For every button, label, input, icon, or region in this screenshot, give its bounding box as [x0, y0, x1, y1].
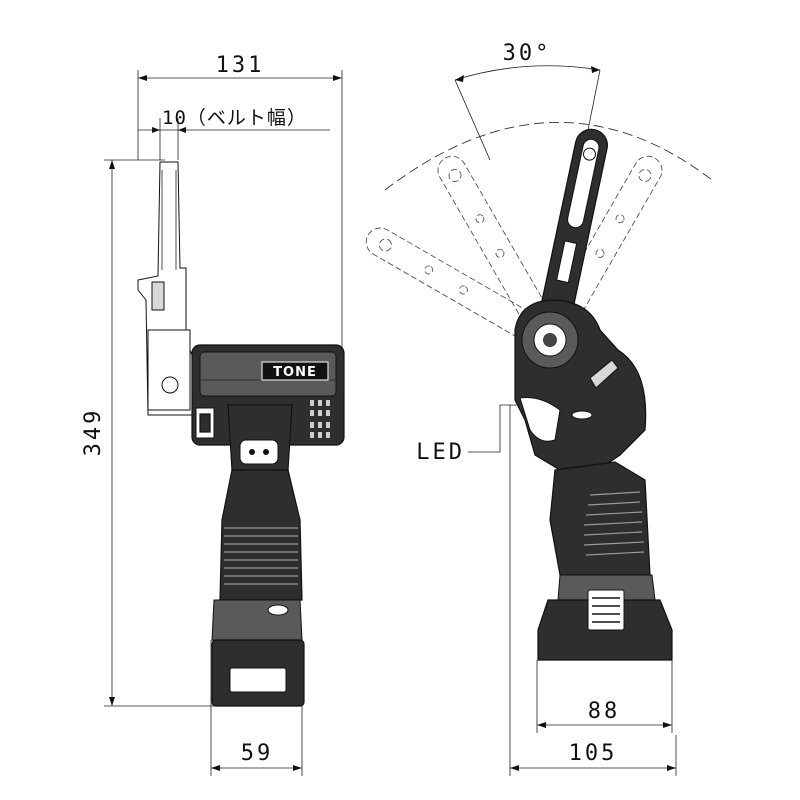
dim-131-label: 131	[216, 53, 265, 78]
dimension-battery-side: 59	[210, 640, 303, 776]
grip-ribs	[224, 527, 298, 585]
dim-105-label: 105	[569, 741, 618, 766]
led-label: LED	[416, 440, 465, 465]
side-view-tool: TONE	[137, 161, 345, 707]
tone-logo: TONE	[261, 361, 329, 381]
dimension-swing-angle: 30°	[384, 41, 713, 191]
dimension-base-width: 88	[536, 660, 673, 733]
dimension-front-width: 105	[509, 405, 677, 776]
dim-88-label: 88	[588, 699, 621, 724]
front-view-tool	[514, 299, 673, 661]
dim-349-label: 349	[81, 408, 106, 457]
svg-text:TONE: TONE	[273, 365, 317, 380]
led-callout: LED	[416, 404, 520, 465]
dim-belt-label: 10（ベルト幅）	[162, 107, 307, 129]
dimension-width-overall: 131	[137, 53, 343, 360]
dimension-height-overall: 349	[81, 159, 215, 707]
vent-grille	[310, 400, 330, 438]
dim-30deg-label: 30°	[503, 41, 552, 66]
front-grip-ribs	[583, 491, 645, 556]
dim-59-label: 59	[241, 741, 274, 766]
dimension-belt-width: 10（ベルト幅）	[138, 107, 330, 160]
swing-positions-ghost	[365, 155, 663, 343]
